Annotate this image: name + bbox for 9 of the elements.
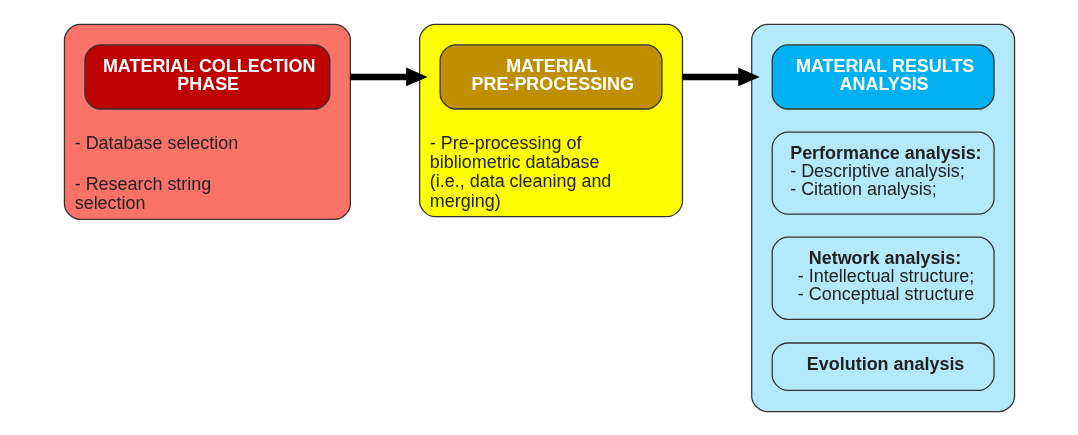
node-box: Evolution analysis	[771, 341, 995, 391]
node-box: MATERIAL COLLECTION PHASE	[83, 43, 330, 110]
node-box: Network analysis: - Intellectual structure; - Conceptual structure	[771, 236, 995, 320]
node-box: MATERIAL PRE-PROCESSING	[439, 43, 663, 110]
arrow	[681, 67, 760, 86]
arrow	[349, 67, 428, 86]
node-box: Performance analysis: - Descriptive analysis; - Citation analysis;	[771, 130, 995, 215]
node-box: MATERIAL RESULTS ANALYSIS	[771, 43, 995, 110]
cluster	[750, 23, 1015, 412]
